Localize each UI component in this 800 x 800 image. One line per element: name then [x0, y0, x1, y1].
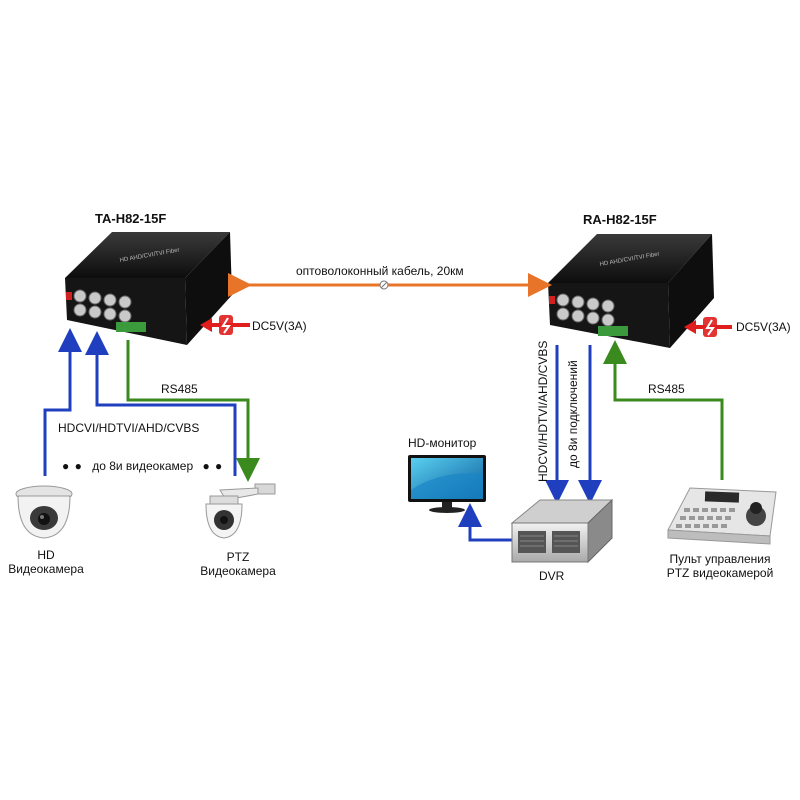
camera-count-label: до 8и видеокамер: [92, 459, 194, 473]
power-arrow-right-icon: [684, 317, 732, 337]
power-arrow-left-icon: [200, 315, 250, 335]
video-standards-label-right: HDCVI/HDTVI/AHD/CVBS: [536, 340, 550, 482]
transmitter-device: HD AHD/CVI/TVI Fiber: [65, 232, 232, 345]
hd-monitor-label: HD-монитор: [408, 436, 477, 450]
dvr-icon: [510, 498, 614, 564]
video-standards-label-left: HDCVI/HDTVI/AHD/CVBS: [58, 421, 200, 435]
connection-count-label: до 8и подключений: [566, 360, 580, 468]
camera-count-row: ● ● до 8и видеокамер ● ●: [62, 459, 223, 473]
bullet-dots-right: ● ●: [202, 459, 224, 473]
receiver-title: RA-H82-15F: [583, 212, 657, 227]
ptz-camera-label: PTZ Видеокамера: [180, 550, 296, 578]
ptz-keyboard-label-line2: PTZ видеокамерой: [666, 566, 774, 580]
rs485-label-right: RS485: [648, 382, 685, 396]
power-label-right: DC5V(3A): [736, 320, 791, 334]
ptz-keyboard-label: Пульт управления PTZ видеокамерой: [650, 552, 790, 580]
hd-camera-label-line1: HD: [37, 548, 55, 562]
hd-camera-label-line2: Видеокамера: [8, 562, 84, 576]
rs485-line-right: [603, 340, 724, 480]
rs485-label-left: RS485: [161, 382, 198, 396]
video-line-ptz-camera: [85, 331, 237, 476]
power-label-left: DC5V(3A): [252, 319, 307, 333]
video-line-dvr-monitor: [458, 503, 512, 542]
fiber-cable-label: оптоволоконный кабель, 20км: [296, 264, 464, 278]
receiver-device: HD AHD/CVI/TVI Fiber: [548, 234, 714, 348]
ptz-camera-label-line1: PTZ: [226, 550, 250, 564]
ptz-camera-label-line2: Видеокамера: [200, 564, 276, 578]
video-line-hd-camera: [43, 328, 82, 476]
bullet-dots-left: ● ●: [62, 459, 83, 473]
ptz-keyboard-label-line1: Пульт управления: [669, 552, 771, 566]
ptz-camera-icon: [205, 483, 276, 539]
hd-monitor-icon: [408, 455, 486, 513]
dvr-label: DVR: [539, 569, 565, 583]
hd-dome-camera-icon: [15, 485, 73, 539]
transmitter-title: TA-H82-15F: [95, 211, 167, 226]
hd-camera-label: HD Видеокамера: [0, 548, 92, 576]
rs485-line-left: [126, 340, 260, 482]
ptz-keyboard-icon: [667, 487, 777, 545]
